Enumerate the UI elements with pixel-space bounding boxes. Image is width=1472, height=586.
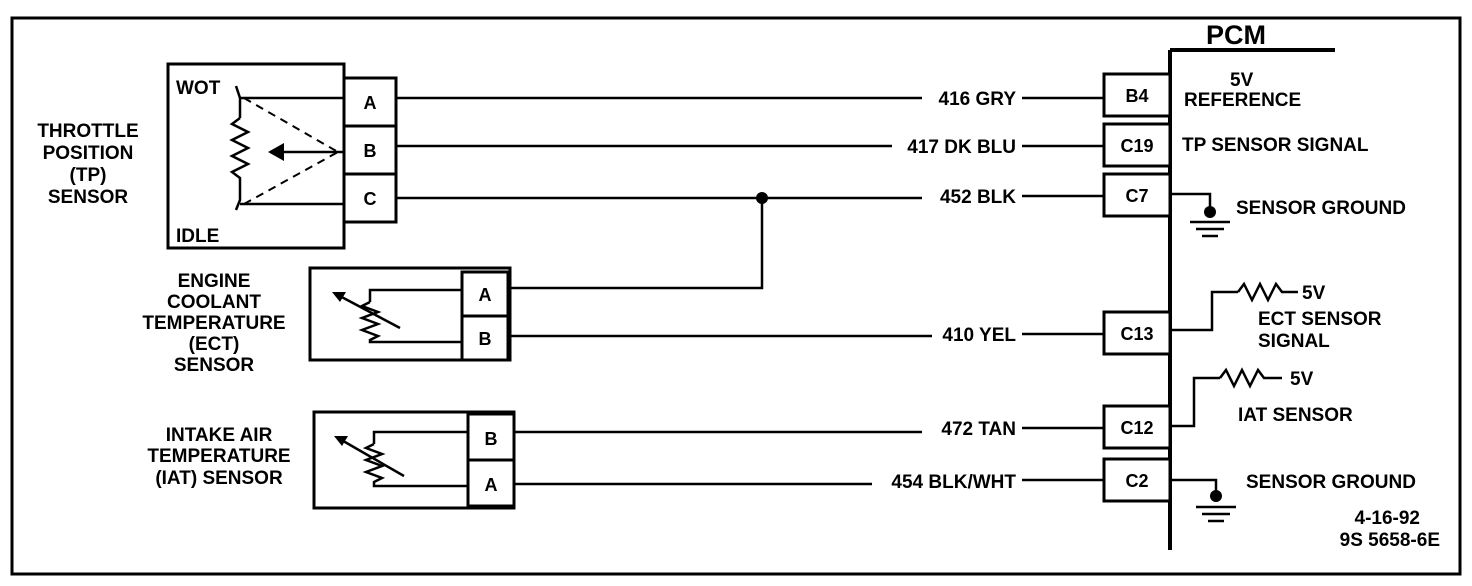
- wire-454-label: 454 BLK/WHT: [891, 472, 1016, 493]
- wire-472-label: 472 TAN: [941, 419, 1016, 440]
- ground-symbol-c7: [1170, 192, 1230, 238]
- wire-454: 454 BLK/WHT: [514, 472, 1104, 493]
- wire-472: 472 TAN: [514, 419, 1104, 440]
- iat-name-3: (IAT) SENSOR: [155, 468, 283, 489]
- pcm-title: PCM: [1206, 20, 1266, 50]
- iat-terminal-b: B: [466, 412, 516, 462]
- tp-terminal-c: C: [342, 172, 398, 224]
- tp-wot-label: WOT: [176, 78, 221, 99]
- ect-terminal-a: A: [460, 270, 510, 318]
- tp-name-2: POSITION: [43, 143, 134, 164]
- ground-symbol-c2: [1170, 478, 1236, 523]
- wire-417-label: 417 DK BLU: [907, 137, 1016, 158]
- iat-sensor: INTAKE AIR TEMPERATURE (IAT) SENSOR B A: [147, 410, 516, 510]
- wire-416-label: 416 GRY: [939, 89, 1017, 110]
- pcm-c13-label-2: SIGNAL: [1258, 331, 1330, 352]
- tp-terminal-a: A: [342, 76, 398, 128]
- tp-name-4: SENSOR: [48, 187, 129, 208]
- svg-text:B: B: [485, 429, 498, 449]
- svg-text:C12: C12: [1120, 418, 1153, 438]
- pcm-c2-label: SENSOR GROUND: [1246, 472, 1416, 493]
- wire-452: 452 BLK: [396, 187, 1104, 290]
- pcm-pin-c7: C7: [1102, 172, 1172, 218]
- svg-text:C2: C2: [1125, 471, 1148, 491]
- iat-terminal-a: A: [466, 458, 516, 508]
- svg-text:C13: C13: [1120, 324, 1153, 344]
- svg-text:A: A: [485, 475, 498, 495]
- tp-sensor: THROTTLE POSITION (TP) SENSOR WOT IDLE A…: [37, 62, 398, 250]
- pcm-b4-label-1: 5V: [1230, 70, 1254, 91]
- footer-date: 4-16-92: [1355, 508, 1421, 529]
- ect-name-1: ENGINE: [178, 271, 251, 292]
- ect-name-5: SENSOR: [174, 355, 255, 376]
- pcm-module: PCM B4 C19 C7 C13 C12 C2 5V REFE: [1102, 20, 1416, 550]
- pcm-pin-c13: C13: [1102, 310, 1172, 356]
- ect-pullup-voltage: 5V: [1302, 283, 1326, 304]
- svg-text:A: A: [364, 93, 377, 113]
- pcm-pin-c19: C19: [1102, 122, 1172, 168]
- ect-pullup-resistor: [1170, 281, 1298, 332]
- ect-name-3: TEMPERATURE: [142, 313, 285, 334]
- splice-dot: [756, 192, 768, 204]
- wire-416: 416 GRY: [396, 89, 1104, 110]
- pcm-c12-label: IAT SENSOR: [1238, 405, 1353, 426]
- svg-text:A: A: [479, 285, 492, 305]
- diagram-border: [10, 16, 1462, 576]
- pcm-c7-label: SENSOR GROUND: [1236, 198, 1406, 219]
- svg-text:B: B: [364, 141, 377, 161]
- iat-name-2: TEMPERATURE: [147, 446, 290, 467]
- wire-417: 417 DK BLU: [396, 137, 1104, 158]
- wire-452-label: 452 BLK: [940, 187, 1016, 208]
- pcm-pin-b4: B4: [1102, 72, 1172, 118]
- ect-name-4: (ECT): [189, 334, 240, 355]
- tp-name-1: THROTTLE: [37, 121, 138, 142]
- svg-text:C: C: [364, 189, 377, 209]
- svg-text:B: B: [479, 329, 492, 349]
- tp-idle-label: IDLE: [176, 226, 219, 247]
- iat-pullup-voltage: 5V: [1290, 369, 1314, 390]
- tp-name-3: (TP): [70, 165, 107, 186]
- ect-sensor: ENGINE COOLANT TEMPERATURE (ECT) SENSOR …: [142, 266, 512, 376]
- pcm-pin-c12: C12: [1102, 404, 1172, 450]
- pcm-b4-label-2: REFERENCE: [1184, 90, 1301, 111]
- pcm-c19-label: TP SENSOR SIGNAL: [1182, 135, 1369, 156]
- tp-terminal-b: B: [342, 124, 398, 176]
- footer-figure-id: 9S 5658-6E: [1340, 530, 1440, 551]
- svg-text:B4: B4: [1125, 86, 1148, 106]
- ect-name-2: COOLANT: [167, 292, 261, 313]
- ect-terminal-b: B: [460, 314, 510, 362]
- wire-410-label: 410 YEL: [942, 325, 1016, 346]
- svg-text:C19: C19: [1120, 136, 1153, 156]
- iat-name-1: INTAKE AIR: [166, 425, 273, 446]
- tp-sensor-body: [166, 62, 346, 250]
- svg-text:C7: C7: [1125, 186, 1148, 206]
- pcm-pin-c2: C2: [1102, 457, 1172, 503]
- wire-410: 410 YEL: [510, 325, 1104, 346]
- pcm-c13-label-1: ECT SENSOR: [1258, 309, 1382, 330]
- iat-pullup-resistor: [1170, 367, 1282, 428]
